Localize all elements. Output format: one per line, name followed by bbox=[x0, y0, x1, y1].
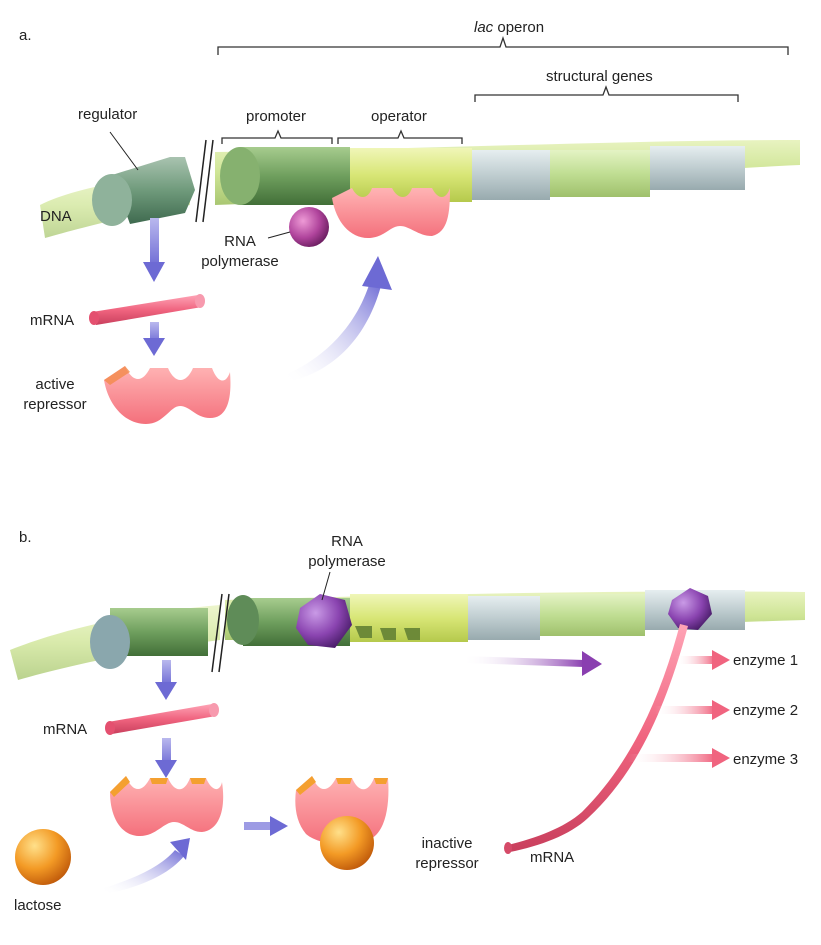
panel-a bbox=[40, 35, 800, 424]
transcription-arrow bbox=[462, 651, 602, 676]
arrow-lactose-to-repressor bbox=[104, 838, 190, 894]
promoter-bracket bbox=[221, 129, 333, 144]
rna-polymerase-label-line-1: RNA bbox=[224, 233, 256, 250]
structural-gene-1 bbox=[472, 150, 550, 200]
gene-break-marks bbox=[195, 139, 214, 223]
arrow-mrna-to-repressor-b bbox=[155, 738, 177, 778]
bound-lactose-molecule bbox=[320, 816, 374, 870]
enzyme-2-label: enzyme 2 bbox=[733, 702, 799, 719]
operator-bracket bbox=[337, 129, 463, 144]
repressor-b bbox=[110, 776, 224, 836]
structural-gene-3 bbox=[650, 146, 745, 190]
lac-operon-label-rest: operon bbox=[493, 19, 545, 36]
rna-polymerase bbox=[289, 207, 329, 247]
inactive-repressor-label-line-2: repressor bbox=[415, 855, 479, 872]
arrow-mrna-to-repressor bbox=[143, 322, 165, 356]
structural-genes-label: structural genes bbox=[546, 68, 653, 85]
panel-b bbox=[10, 571, 805, 894]
mrna-b bbox=[105, 703, 219, 735]
rna-polymerase-leader-line bbox=[267, 231, 291, 239]
arrow-repressor-to-operator bbox=[285, 256, 392, 382]
active-repressor bbox=[104, 366, 231, 424]
lac-operon-label-italic: lac bbox=[474, 19, 494, 36]
gene-break-marks-b bbox=[211, 593, 230, 673]
enzyme-arrow-2 bbox=[655, 700, 730, 720]
mrna-label-a: mRNA bbox=[30, 312, 75, 329]
structural-gene-b-1 bbox=[468, 596, 540, 640]
arrow-regulator-to-mrna bbox=[143, 218, 165, 282]
mrna-polycistronic bbox=[504, 624, 688, 854]
regulator-leader-line bbox=[109, 131, 139, 171]
structural-gene-b-2 bbox=[540, 594, 645, 636]
mrna-label-polycistronic: mRNA bbox=[530, 849, 575, 866]
dna-label: DNA bbox=[40, 208, 72, 225]
bound-repressor bbox=[332, 188, 450, 238]
mrna-label-b: mRNA bbox=[43, 721, 88, 738]
operator-label: operator bbox=[371, 108, 427, 125]
lac-operon-label: lac operon bbox=[474, 19, 544, 36]
active-repressor-label-line-1: active bbox=[35, 376, 75, 393]
enzyme-arrow-3 bbox=[628, 748, 730, 768]
operator-binding-notches bbox=[355, 626, 420, 640]
structural-gene-2 bbox=[550, 150, 650, 197]
inactive-repressor-label-line-1: inactive bbox=[421, 835, 473, 852]
rna-polymerase-b-label-line-1: RNA bbox=[331, 533, 363, 550]
rna-polymerase-b bbox=[296, 594, 352, 648]
regulator-gene-b bbox=[90, 608, 208, 669]
mrna-a bbox=[89, 294, 205, 325]
rna-polymerase-b-leader-line bbox=[321, 571, 331, 601]
promoter-gene bbox=[220, 147, 350, 205]
lactose-molecule bbox=[15, 829, 71, 885]
panel-b-letter: b. bbox=[19, 529, 32, 546]
lactose-label: lactose bbox=[14, 897, 62, 914]
structural-genes-bracket bbox=[474, 85, 739, 102]
regulator-label: regulator bbox=[78, 106, 138, 123]
regulator-gene bbox=[92, 157, 195, 226]
inactive-repressor bbox=[295, 776, 389, 870]
panel-a-letter: a. bbox=[19, 27, 32, 44]
arrow-regulator-to-mrna-b bbox=[155, 660, 177, 700]
enzyme-3-label: enzyme 3 bbox=[733, 751, 799, 768]
promoter-label: promoter bbox=[246, 108, 307, 125]
arrow-to-inactive-repressor bbox=[244, 816, 288, 836]
active-repressor-label-line-2: repressor bbox=[23, 396, 87, 413]
rna-polymerase-b-label-line-2: polymerase bbox=[308, 553, 386, 570]
rna-polymerase-transcribing bbox=[668, 588, 712, 630]
rna-polymerase-label-line-2: polymerase bbox=[201, 253, 279, 270]
enzyme-arrow-1 bbox=[676, 650, 730, 670]
enzyme-1-label: enzyme 1 bbox=[733, 652, 799, 669]
lac-operon-bracket bbox=[217, 35, 789, 55]
